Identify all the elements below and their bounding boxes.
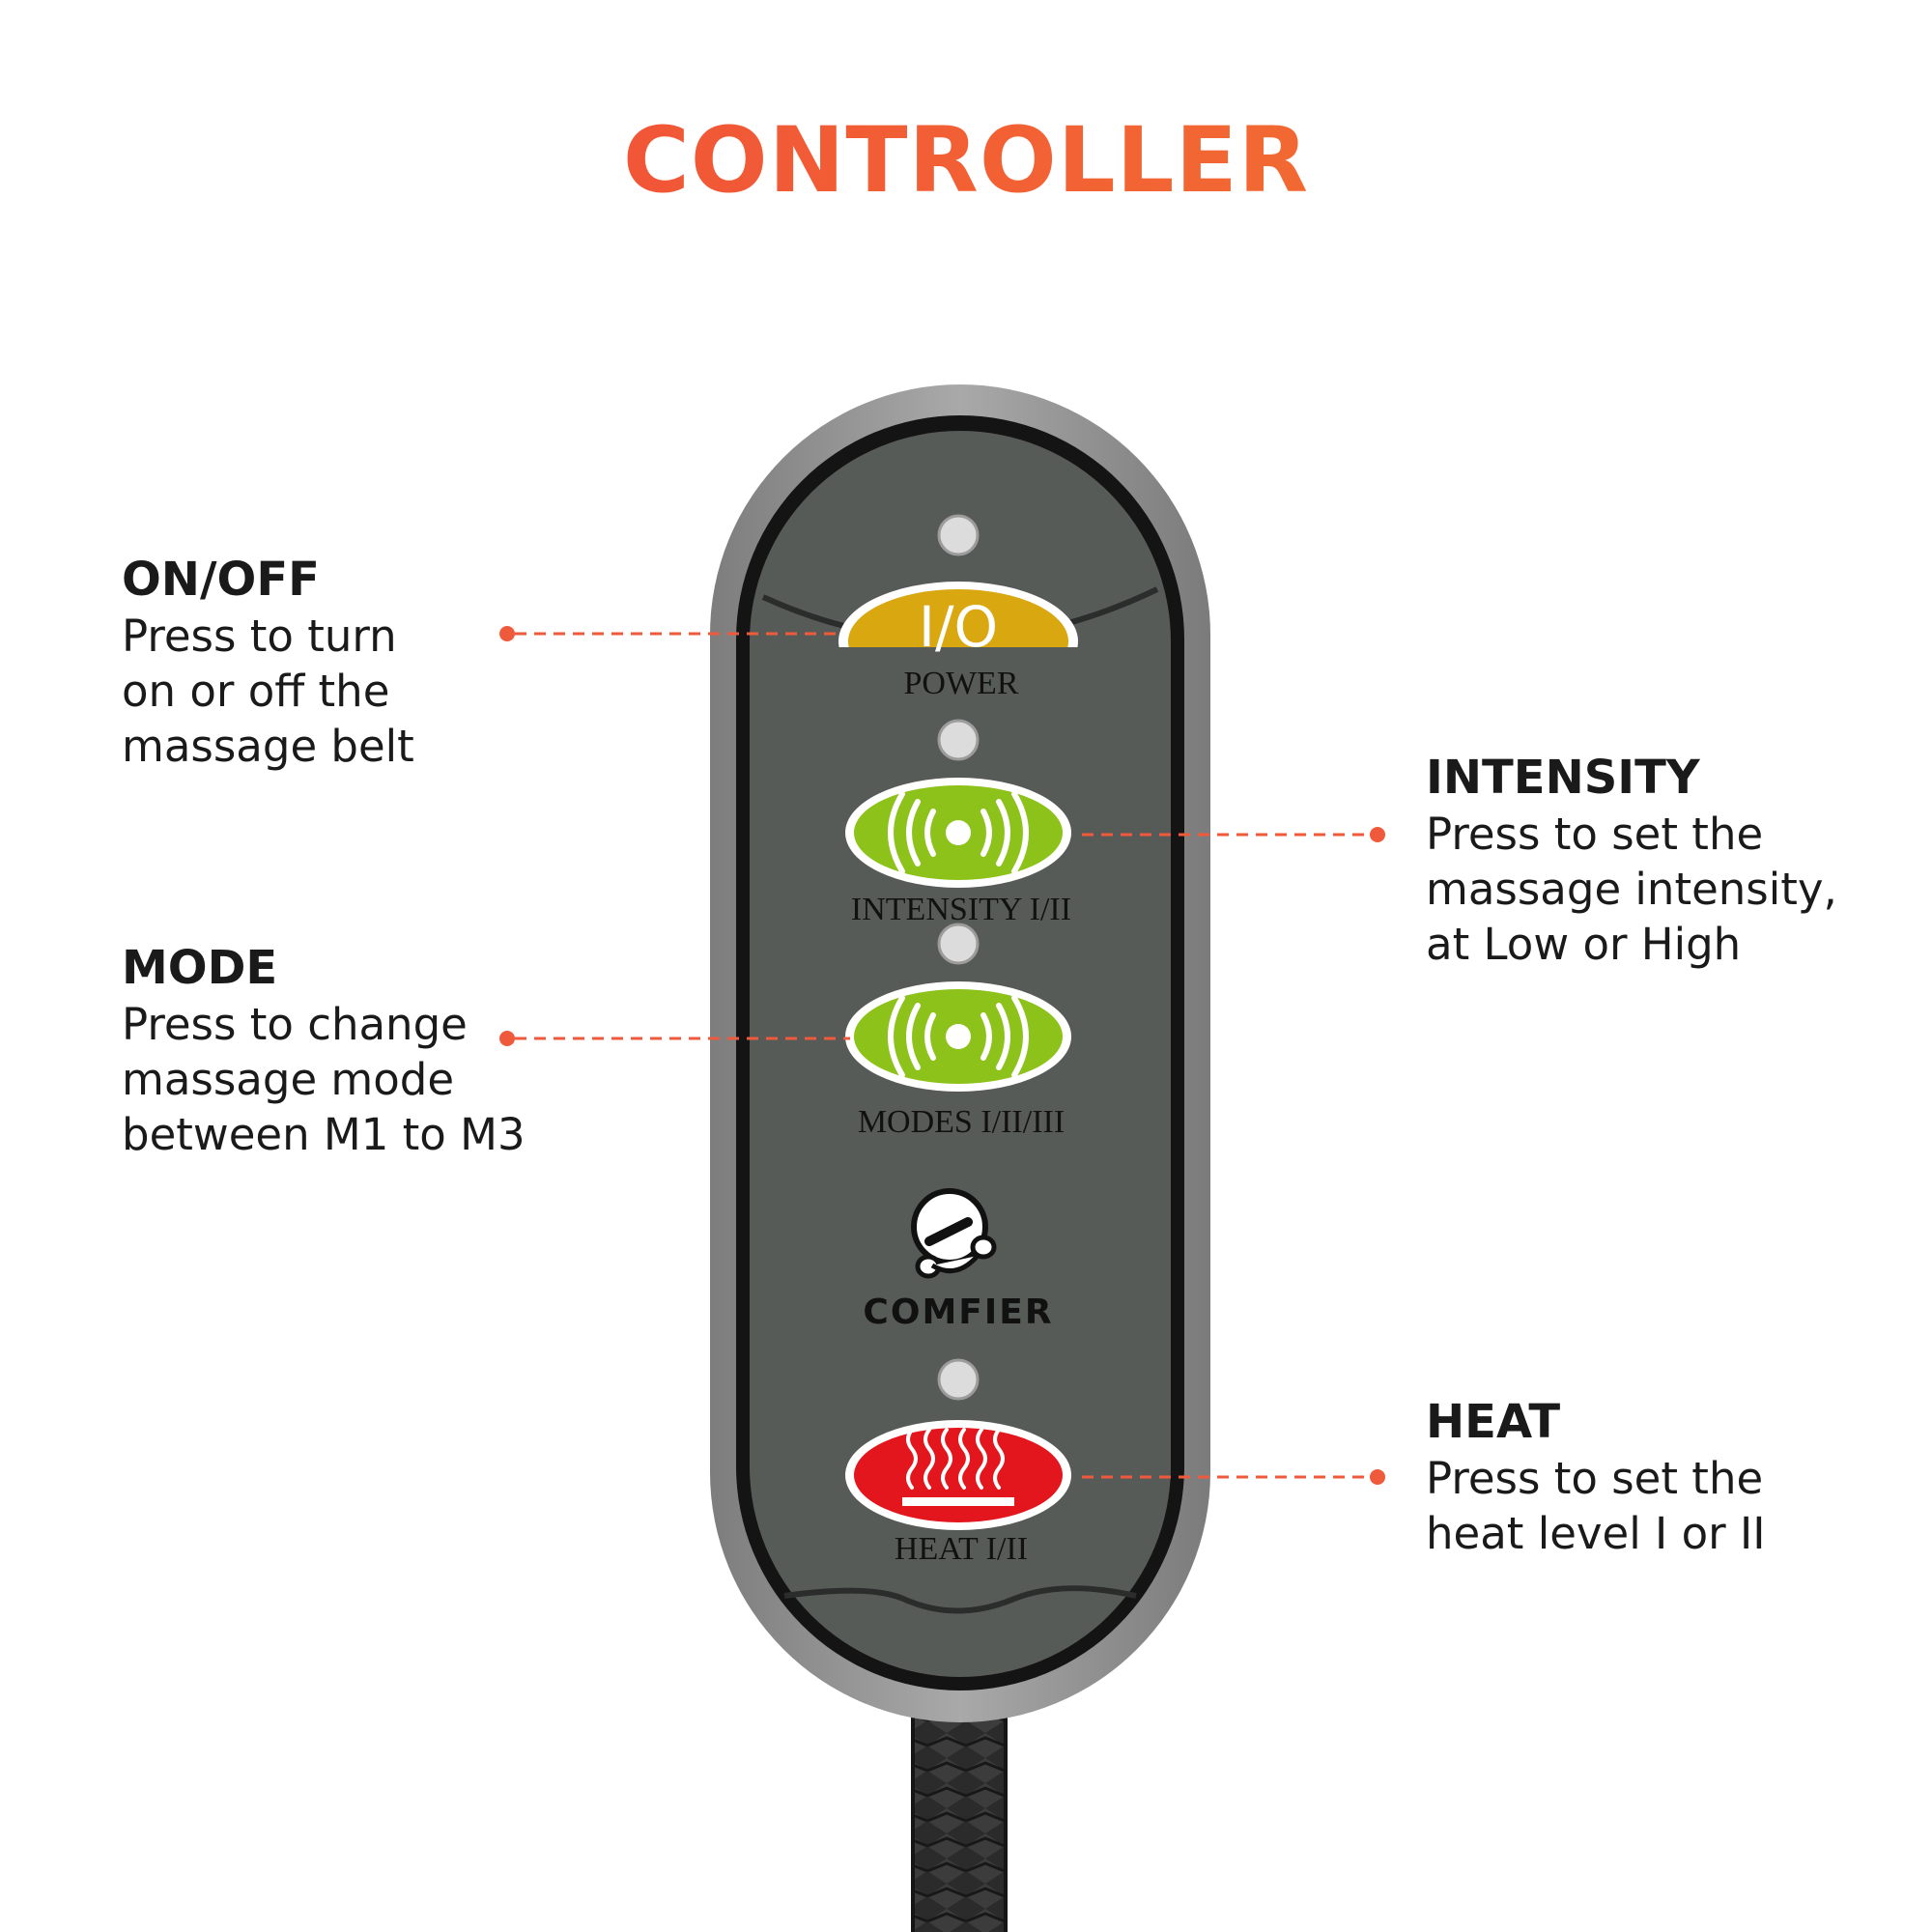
heat-waves-icon bbox=[902, 1428, 1014, 1506]
callout-onoff: ON/OFF Press to turn on or off the massa… bbox=[122, 551, 547, 774]
indicator-light-modes bbox=[937, 923, 980, 965]
modes-label: MODES I/II/III bbox=[858, 1104, 1065, 1140]
modes-button[interactable] bbox=[845, 981, 1071, 1092]
leader-mode bbox=[499, 1031, 850, 1046]
callout-intensity-body: Press to set the massage intensity, at L… bbox=[1426, 809, 1837, 970]
power-button[interactable]: I/O bbox=[838, 582, 1078, 701]
indicator-light-heat bbox=[937, 1358, 980, 1401]
intensity-label: INTENSITY I/II bbox=[851, 892, 1071, 927]
callout-heat-body: Press to set the heat level I or II bbox=[1426, 1453, 1766, 1559]
leader-heat bbox=[1082, 1469, 1385, 1485]
callout-mode: MODE Press to change massage mode betwee… bbox=[122, 939, 576, 1162]
leader-onoff bbox=[499, 626, 840, 641]
indicator-light-intensity bbox=[937, 719, 980, 761]
callout-heat: HEAT Press to set the heat level I or II bbox=[1426, 1393, 1889, 1561]
mascot-logo bbox=[911, 1188, 997, 1279]
callout-heat-heading: HEAT bbox=[1426, 1395, 1561, 1449]
callout-onoff-body: Press to turn on or off the massage belt bbox=[122, 611, 414, 772]
brand-name: COMFIER bbox=[863, 1293, 1053, 1332]
indicator-light-power bbox=[937, 514, 980, 556]
vibration-icon bbox=[888, 995, 1029, 1078]
callout-mode-heading: MODE bbox=[122, 941, 278, 995]
intensity-button[interactable] bbox=[845, 778, 1071, 888]
vibration-icon bbox=[888, 791, 1029, 874]
heat-button[interactable] bbox=[845, 1420, 1071, 1530]
callout-mode-body: Press to change massage mode between M1 … bbox=[122, 999, 526, 1160]
leader-intensity bbox=[1082, 827, 1385, 842]
power-label: POWER bbox=[904, 666, 1019, 701]
power-icon: I/O bbox=[919, 594, 998, 660]
callout-intensity-heading: INTENSITY bbox=[1426, 751, 1700, 805]
cable bbox=[913, 1705, 1006, 1932]
callout-intensity: INTENSITY Press to set the massage inten… bbox=[1426, 749, 1889, 972]
callout-onoff-heading: ON/OFF bbox=[122, 553, 320, 607]
page-title: CONTROLLER bbox=[0, 108, 1932, 213]
heat-label: HEAT I/II bbox=[895, 1531, 1028, 1567]
